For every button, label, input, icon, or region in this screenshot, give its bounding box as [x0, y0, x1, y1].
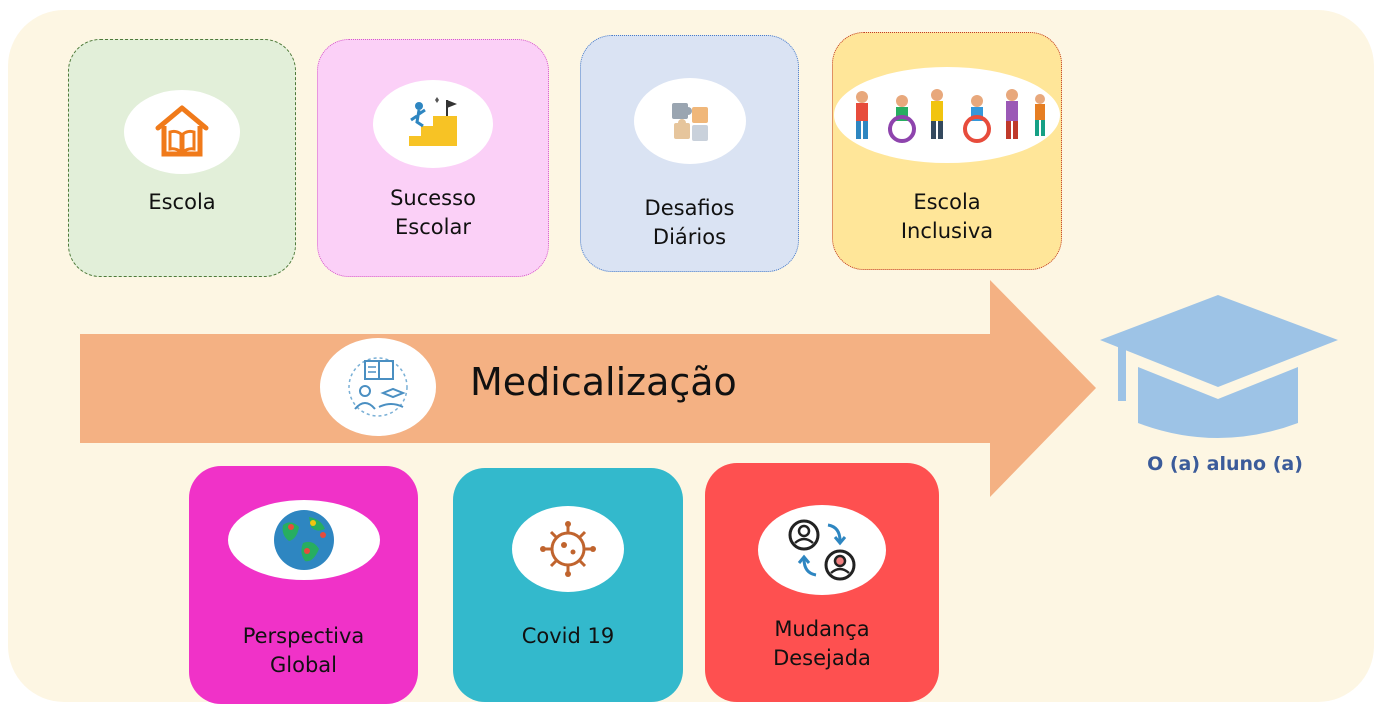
- people-exchange-icon: [758, 505, 886, 595]
- card-label: Sucesso Escolar: [390, 186, 476, 239]
- arrow-label: Medicalização: [470, 360, 737, 404]
- card-sucesso-escolar: Sucesso Escolar: [317, 39, 549, 277]
- success-stairs-icon: [373, 80, 493, 168]
- card-label: Covid 19: [521, 624, 615, 648]
- student-label: O (a) aluno (a): [1147, 453, 1303, 475]
- card-perspectiva-global: Perspectiva Global: [189, 466, 418, 704]
- card-escola: Escola: [68, 39, 296, 277]
- graduation-cap-icon: [1100, 295, 1338, 438]
- card-label: Mudança Desejada: [773, 617, 871, 670]
- card-label: Escola Inclusiva: [900, 190, 994, 243]
- card-mudanca-desejada: Mudança Desejada: [705, 463, 939, 702]
- puzzle-icon: [633, 78, 746, 164]
- card-desafios-diarios: Desafios Diários: [580, 35, 799, 272]
- card-escola-inclusiva: Escola Inclusiva: [832, 32, 1062, 270]
- card-label: Escola: [148, 190, 216, 214]
- virus-icon: [512, 506, 624, 592]
- globe-icon: [227, 500, 380, 580]
- inclusive-children-icon: [834, 67, 1060, 163]
- card-covid-19: Covid 19: [453, 468, 683, 702]
- card-label: Perspectiva Global: [242, 624, 365, 677]
- card-label: Desafios Diários: [644, 196, 735, 249]
- school-book-icon: [124, 90, 240, 174]
- education-hand-icon: [320, 338, 436, 436]
